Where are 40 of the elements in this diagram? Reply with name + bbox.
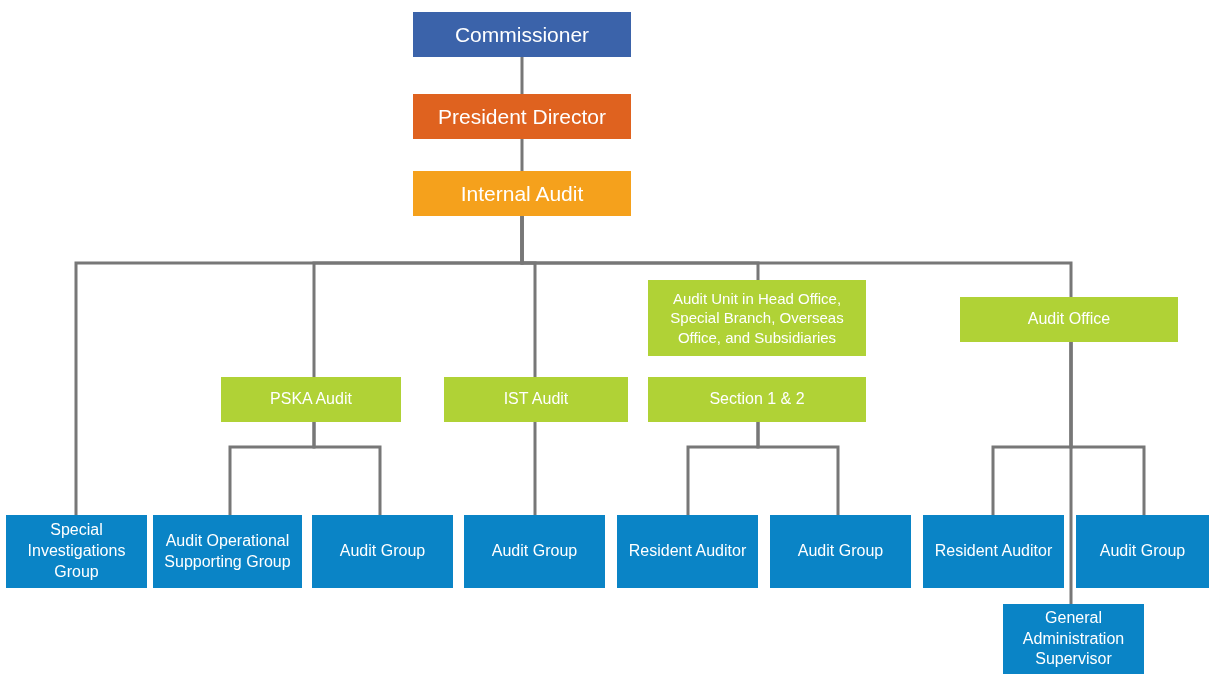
group-box	[617, 515, 758, 588]
unit-box	[648, 377, 866, 422]
connector-line	[520, 57, 524, 94]
node-label: Audit Office	[1027, 309, 1111, 330]
node-label: Special Investigations Group	[26, 520, 127, 582]
node-label: Audit Group	[797, 541, 884, 562]
group-box	[153, 515, 302, 588]
unit-box	[221, 377, 401, 422]
node-label: Audit Group	[491, 541, 578, 562]
node-label: President Director	[437, 103, 607, 130]
node-label: Commissioner	[454, 21, 590, 48]
group-box	[923, 515, 1064, 588]
connector-line	[1069, 342, 1073, 604]
connector-line	[312, 422, 382, 515]
group-box	[1076, 515, 1209, 588]
group-box	[770, 515, 911, 588]
node-label: IST Audit	[503, 389, 569, 410]
title-box	[413, 94, 631, 139]
connector-line	[756, 422, 840, 515]
unit-box	[648, 280, 866, 356]
node-label: Audit Operational Supporting Group	[163, 530, 292, 572]
group-box	[312, 515, 453, 588]
node-label: Audit Group	[1099, 541, 1186, 562]
node-label: PSKA Audit	[270, 389, 352, 410]
connector-line	[520, 139, 524, 171]
unit-box	[444, 377, 628, 422]
node-label: Section 1 & 2	[709, 389, 805, 410]
node-label: Resident Auditor	[628, 541, 747, 562]
node-label: General Administration Supervisor	[1021, 607, 1126, 670]
node-label: Resident Auditor	[934, 541, 1053, 562]
group-box	[6, 515, 147, 588]
connector-line	[533, 422, 537, 515]
group-box	[1003, 604, 1144, 674]
node-label: Audit Group	[339, 541, 426, 562]
node-label: Internal Audit	[460, 180, 584, 207]
node-label: Audit Unit in Head Office, Special Branch, Overseas Office, and Subsidiaries	[669, 288, 845, 348]
title-box	[413, 171, 631, 216]
group-box	[464, 515, 605, 588]
title-box	[413, 12, 631, 57]
unit-box	[960, 297, 1178, 342]
